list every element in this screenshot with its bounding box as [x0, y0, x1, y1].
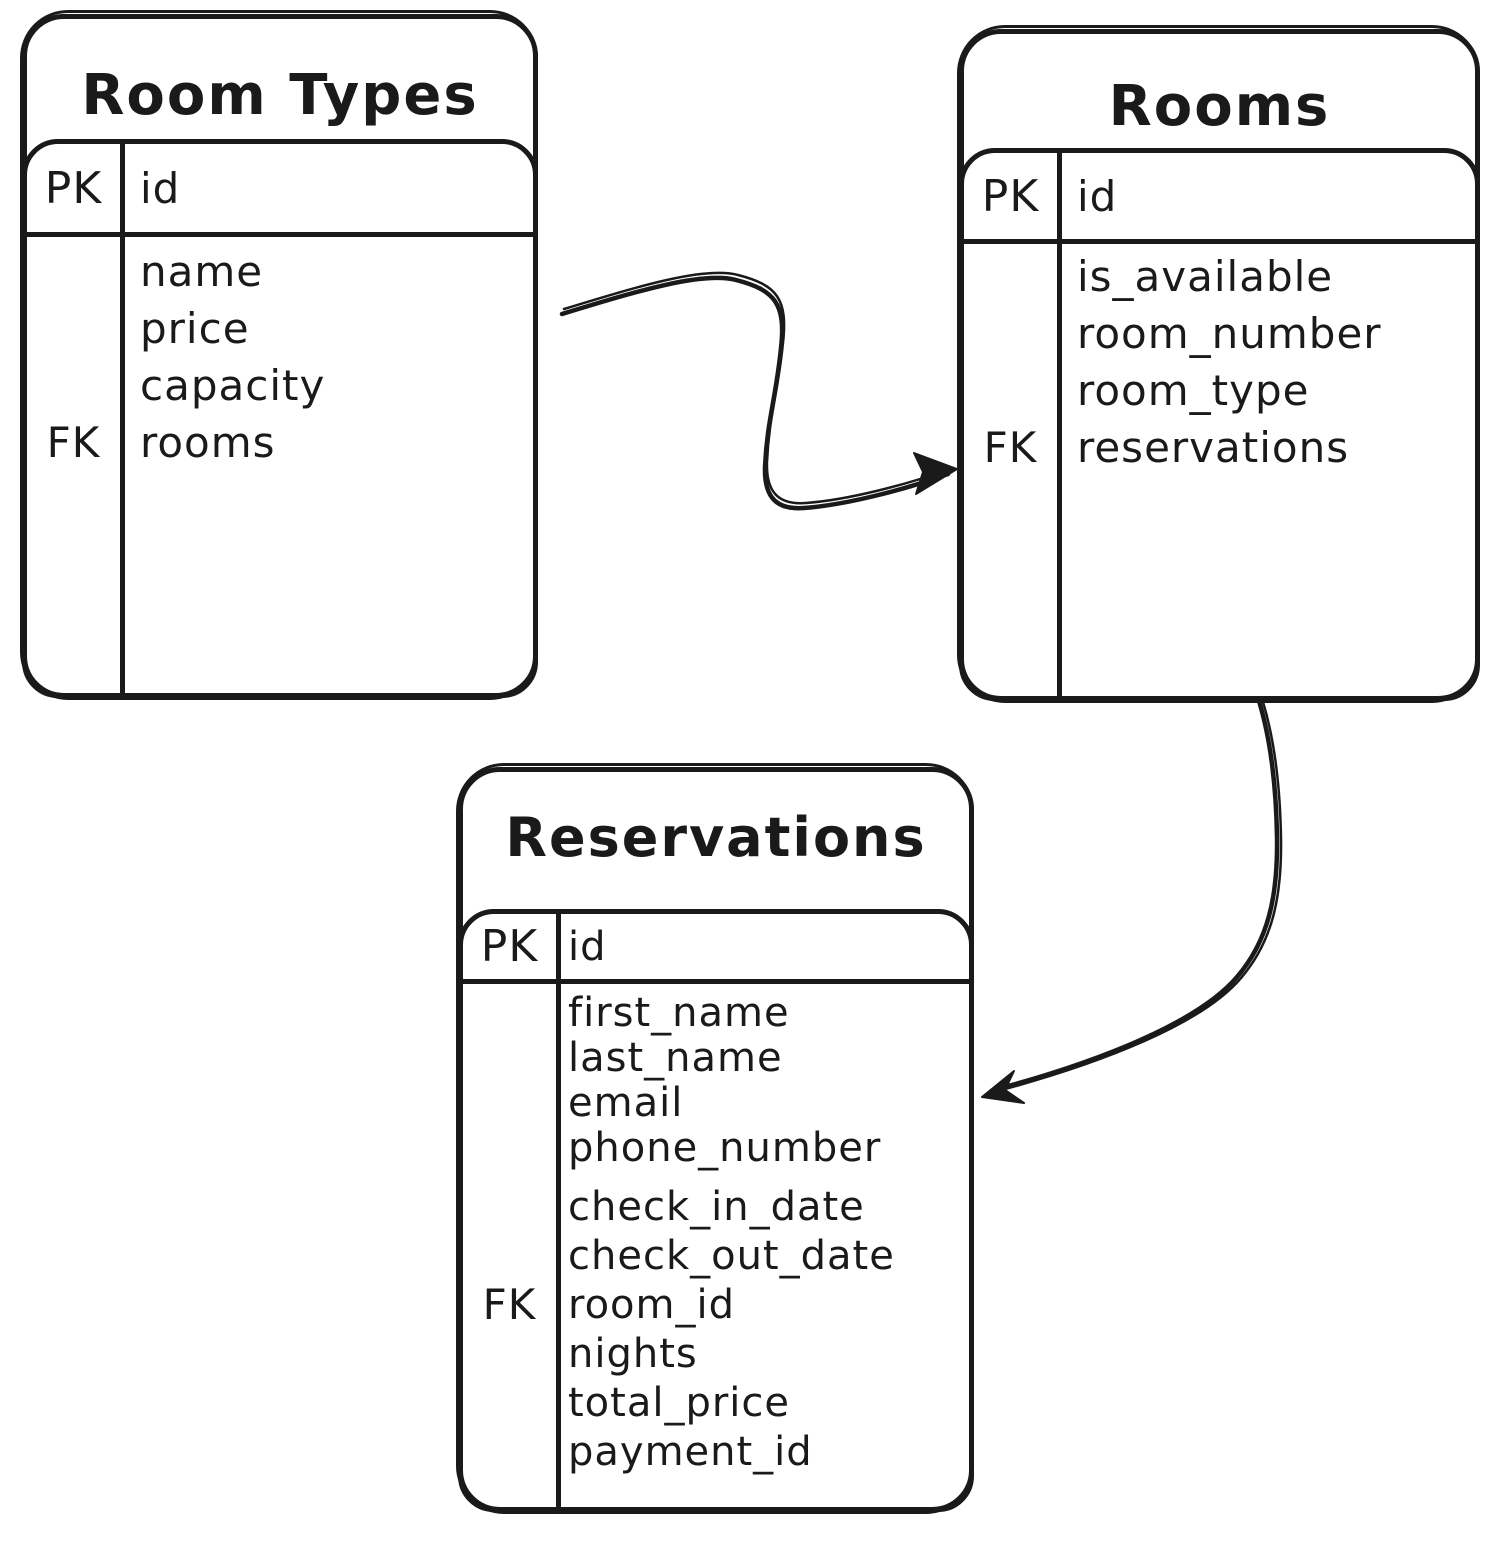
field-name: capacity	[140, 361, 326, 410]
field-name: phone_number	[568, 1124, 882, 1171]
primary-key-row: PK id	[964, 153, 1475, 244]
relationship-arrow-room-types-to-rooms[interactable]	[559, 271, 958, 511]
key-column-divider	[556, 914, 561, 1507]
field-area-rooms: PK id is_available room_number room_type…	[959, 148, 1480, 701]
table-title-reservations: Reservations	[505, 806, 927, 869]
field-area-reservations: PK id first_name last_name email	[458, 909, 974, 1512]
field-row: nights	[463, 1329, 969, 1378]
arrowhead-icon	[913, 452, 958, 495]
field-list: name price capacity FK rooms	[27, 237, 533, 471]
field-row: email	[463, 1079, 969, 1126]
fk-label: FK	[983, 423, 1038, 472]
entity-table-rooms[interactable]: Rooms PK id is_available room_number roo…	[957, 25, 1480, 703]
entity-table-room-types[interactable]: Room Types PK id name price capacity	[20, 10, 538, 700]
field-name: nights	[568, 1330, 698, 1377]
field-name: email	[568, 1079, 684, 1126]
field-row: last_name	[463, 1034, 969, 1081]
fk-label: FK	[482, 1280, 537, 1329]
field-name: check_out_date	[568, 1232, 895, 1279]
arrowhead-icon	[981, 1070, 1025, 1104]
field-name: payment_id	[568, 1428, 813, 1475]
field-row: check_out_date	[463, 1231, 969, 1280]
entity-table-reservations[interactable]: Reservations PK id first_name last_name …	[456, 763, 974, 1514]
field-area-room-types: PK id name price capacity FK roo	[22, 139, 538, 698]
primary-key-row: PK id	[27, 144, 533, 237]
field-row: total_price	[463, 1378, 969, 1427]
field-name: room_number	[1077, 309, 1382, 358]
field-name: rooms	[140, 418, 276, 467]
field-row: phone_number	[463, 1124, 969, 1171]
field-name: is_available	[1077, 252, 1334, 301]
pk-field-name: id	[140, 163, 181, 213]
field-row: payment_id	[463, 1427, 969, 1476]
field-row: price	[27, 300, 533, 357]
pk-field-name: id	[1077, 171, 1118, 221]
field-name: last_name	[568, 1034, 783, 1081]
pk-label: PK	[44, 162, 103, 214]
field-row: FK reservations	[964, 419, 1475, 476]
field-row: room_number	[964, 305, 1475, 362]
field-name: total_price	[568, 1379, 791, 1426]
field-name: first_name	[568, 989, 790, 1036]
key-column-divider	[120, 144, 125, 693]
field-row: room_type	[964, 362, 1475, 419]
table-title-room-types: Room Types	[81, 63, 479, 128]
field-row: name	[27, 243, 533, 300]
pk-label: PK	[981, 170, 1040, 222]
table-title-rooms: Rooms	[1108, 74, 1331, 139]
relationship-arrow-rooms-to-reservations[interactable]	[981, 698, 1283, 1104]
field-row: capacity	[27, 357, 533, 414]
field-list: first_name last_name email phone_number …	[463, 984, 969, 1476]
fk-label: FK	[46, 418, 101, 467]
field-name: reservations	[1077, 423, 1350, 472]
field-row: is_available	[964, 248, 1475, 305]
field-name: price	[140, 304, 250, 353]
field-row: FK rooms	[27, 414, 533, 471]
field-list: is_available room_number room_type FK re…	[964, 244, 1475, 476]
field-name: check_in_date	[568, 1183, 865, 1230]
field-row: first_name	[463, 989, 969, 1036]
field-row: check_in_date	[463, 1182, 969, 1231]
key-column-divider	[1057, 153, 1062, 696]
field-name: name	[140, 247, 264, 296]
pk-field-name: id	[568, 923, 607, 970]
pk-label: PK	[480, 921, 539, 972]
field-name: room_type	[1077, 366, 1310, 415]
field-row: FK room_id	[463, 1280, 969, 1329]
field-name: room_id	[568, 1281, 735, 1328]
primary-key-row: PK id	[463, 914, 969, 984]
